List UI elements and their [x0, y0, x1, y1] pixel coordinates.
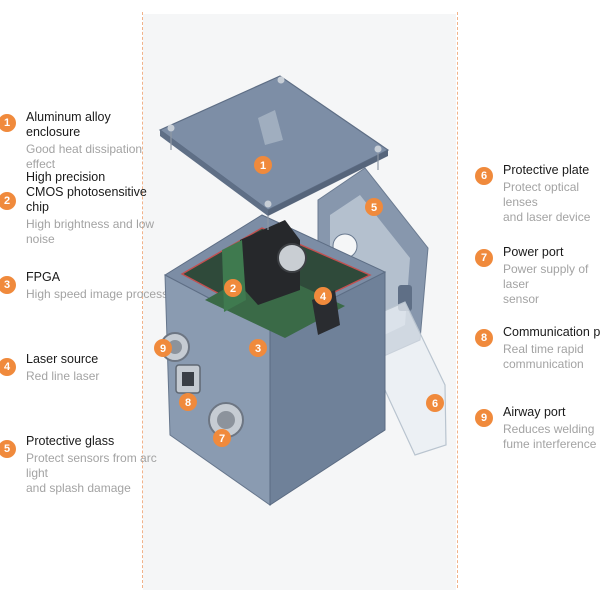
feature-number-badge: 1	[0, 114, 16, 132]
communication-port-connector	[175, 364, 201, 394]
svg-text:2: 2	[230, 283, 236, 295]
feature-title: Airway port	[503, 405, 566, 419]
feature-title: High precision CMOS photosensitive chip	[26, 170, 147, 214]
feature-number-badge: 6	[475, 167, 493, 185]
diagram-marker-8: 8	[179, 393, 197, 411]
feature-description: Good heat dissipation effect	[26, 142, 143, 171]
svg-text:5: 5	[371, 202, 377, 214]
feature-number-badge: 5	[0, 440, 16, 458]
feature-number-badge: 2	[0, 192, 16, 210]
enclosure-lid	[158, 75, 390, 230]
feature-number-badge: 4	[0, 358, 16, 376]
svg-text:3: 3	[255, 343, 261, 355]
feature-description: Red line laser	[26, 369, 100, 383]
feature-description: Protect sensors from arc light and splas…	[26, 451, 157, 495]
diagram-marker-5: 5	[365, 198, 383, 216]
feature-description: High speed image processing unit	[26, 287, 207, 301]
left-divider	[142, 12, 143, 588]
feature-description: Protect optical lenses and laser device	[503, 180, 591, 224]
feature-description: Reduces welding fume interference	[503, 422, 597, 451]
feature-number-badge: 3	[0, 276, 16, 294]
feature-title: Protective plate	[503, 163, 590, 177]
feature-title: Protective glass	[26, 434, 115, 448]
feature-description: Power supply of laser sensor	[503, 262, 589, 306]
diagram-marker-3: 3	[249, 339, 267, 357]
svg-text:9: 9	[160, 343, 166, 355]
feature-description: Real time rapid communication	[503, 342, 584, 371]
diagram-marker-9: 9	[154, 339, 172, 357]
svg-text:1: 1	[260, 160, 266, 172]
diagram-marker-6: 6	[426, 394, 444, 412]
svg-text:7: 7	[219, 433, 225, 445]
feature-title: Laser source	[26, 352, 99, 366]
feature-title: FPGA	[26, 270, 61, 284]
svg-text:8: 8	[185, 397, 191, 409]
protective-glass	[374, 301, 447, 456]
diagram-marker-2: 2	[224, 279, 242, 297]
feature-number-badge: 9	[475, 409, 493, 427]
right-divider	[457, 12, 458, 588]
enclosure-body	[163, 214, 387, 506]
feature-title: Communication port	[503, 325, 600, 339]
feature-number-badge: 8	[475, 329, 493, 347]
feature-number-badge: 7	[475, 249, 493, 267]
svg-text:6: 6	[432, 398, 438, 410]
diagram-marker-4: 4	[314, 287, 332, 305]
svg-text:4: 4	[320, 291, 327, 303]
diagram-marker-7: 7	[213, 429, 231, 447]
feature-description: High brightness and low noise	[26, 217, 155, 246]
feature-title: Aluminum alloy enclosure	[26, 110, 111, 139]
feature-title: Power port	[503, 245, 564, 259]
diagram-marker-1: 1	[254, 156, 272, 174]
